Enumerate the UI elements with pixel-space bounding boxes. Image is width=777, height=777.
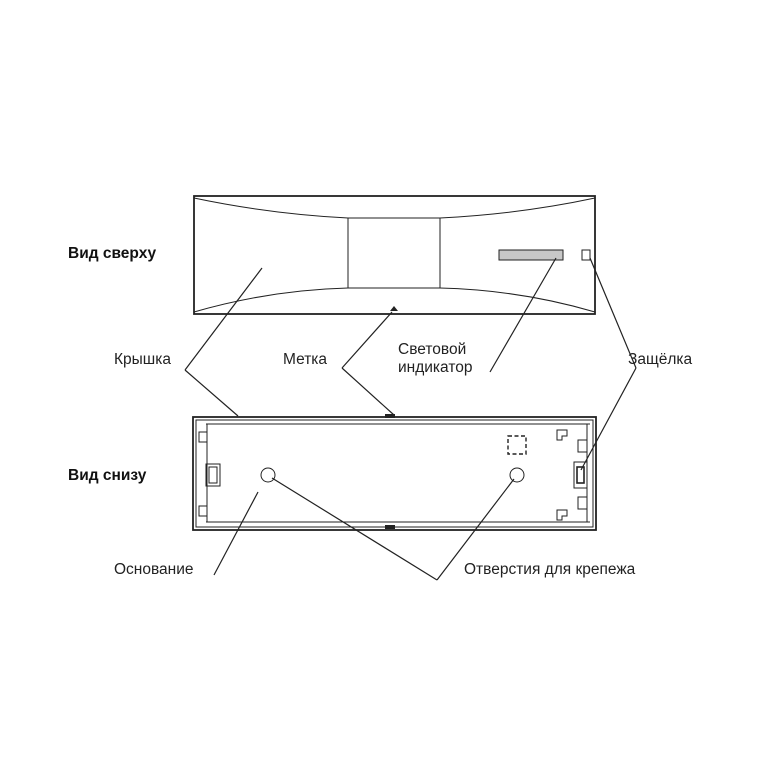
cover-center-window xyxy=(347,217,441,289)
base-outline-outer xyxy=(192,416,597,531)
right-hook-bottom xyxy=(556,509,568,521)
left-clip-middle xyxy=(205,463,221,487)
leader-hole-left xyxy=(271,477,438,581)
leader-cover-bottom xyxy=(184,369,239,417)
indicator-label-line2: индикатор xyxy=(398,359,473,376)
latch-tongue xyxy=(576,466,585,484)
right-slot-bottom xyxy=(577,496,588,510)
leader-lines xyxy=(184,257,637,581)
leader-indicator xyxy=(489,257,557,373)
leader-latch-top xyxy=(589,257,637,369)
bottom-view-base xyxy=(192,414,597,531)
top-view-heading: Вид сверху xyxy=(68,245,157,262)
leader-mark-top xyxy=(341,311,393,369)
left-clip-top xyxy=(198,431,208,443)
base-label: Основание xyxy=(114,561,194,578)
bottom-view-heading: Вид снизу xyxy=(68,467,147,484)
mark-label: Метка xyxy=(283,351,327,368)
top-latch-tab xyxy=(581,249,591,261)
mount-hole-right xyxy=(509,467,525,483)
base-outline-inner xyxy=(195,419,594,528)
latch-label: Защёлка xyxy=(628,351,693,368)
latch-housing xyxy=(573,461,588,489)
light-indicator xyxy=(498,249,564,261)
cover-outline xyxy=(193,195,596,315)
leader-hole-right xyxy=(436,478,515,581)
mount-holes-label: Отверстия для крепежа xyxy=(464,561,636,578)
leader-mark-bottom xyxy=(341,367,395,416)
leader-latch-bottom xyxy=(580,367,637,471)
right-hook-top xyxy=(556,429,568,441)
left-clip-bottom xyxy=(198,505,208,517)
leader-base xyxy=(213,491,259,576)
cover-mark-notch xyxy=(390,306,398,311)
mount-hole-left xyxy=(260,467,276,483)
top-view-cover xyxy=(193,195,596,315)
cover-top-curve xyxy=(193,197,596,219)
cover-label: Крышка xyxy=(114,351,171,368)
indicator-label-line1: Световой xyxy=(398,341,466,358)
right-slot-top xyxy=(577,439,588,453)
leader-cover-top xyxy=(184,267,263,371)
base-mark-bottom xyxy=(385,525,395,529)
base-mark-top xyxy=(385,414,395,418)
dashed-square xyxy=(507,435,527,455)
left-clip-middle-inner xyxy=(208,466,218,484)
